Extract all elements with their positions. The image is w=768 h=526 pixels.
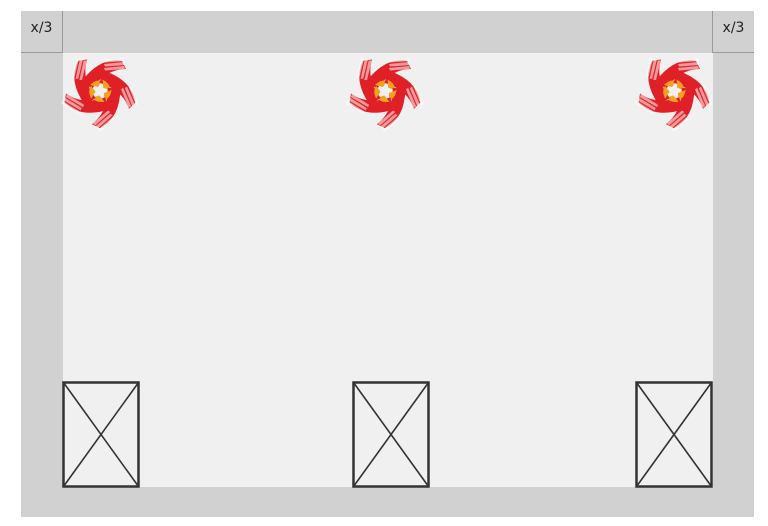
logo-hand-segment [71, 57, 96, 106]
crossed-box-placeholder-icon [635, 381, 713, 488]
crossed-box-placeholder-icon [62, 381, 140, 488]
logo-hand-segment [356, 57, 381, 106]
hands-star-logo-icon [635, 57, 713, 131]
dimension-label-left: x/3 [21, 11, 63, 53]
placeholder-diagonal [352, 382, 430, 487]
hands-star-logo-icon [61, 57, 139, 131]
placeholder-border [62, 381, 140, 488]
placeholder-border [352, 381, 430, 488]
hands-star-logo-icon [346, 57, 424, 131]
dimension-label-right: x/3 [712, 11, 754, 53]
logo-hand-segment [645, 57, 670, 106]
placeholder-diagonal [62, 382, 140, 487]
placeholder-diagonal [635, 382, 713, 487]
placeholder-border [635, 381, 713, 488]
crossed-box-placeholder-icon [352, 381, 430, 488]
